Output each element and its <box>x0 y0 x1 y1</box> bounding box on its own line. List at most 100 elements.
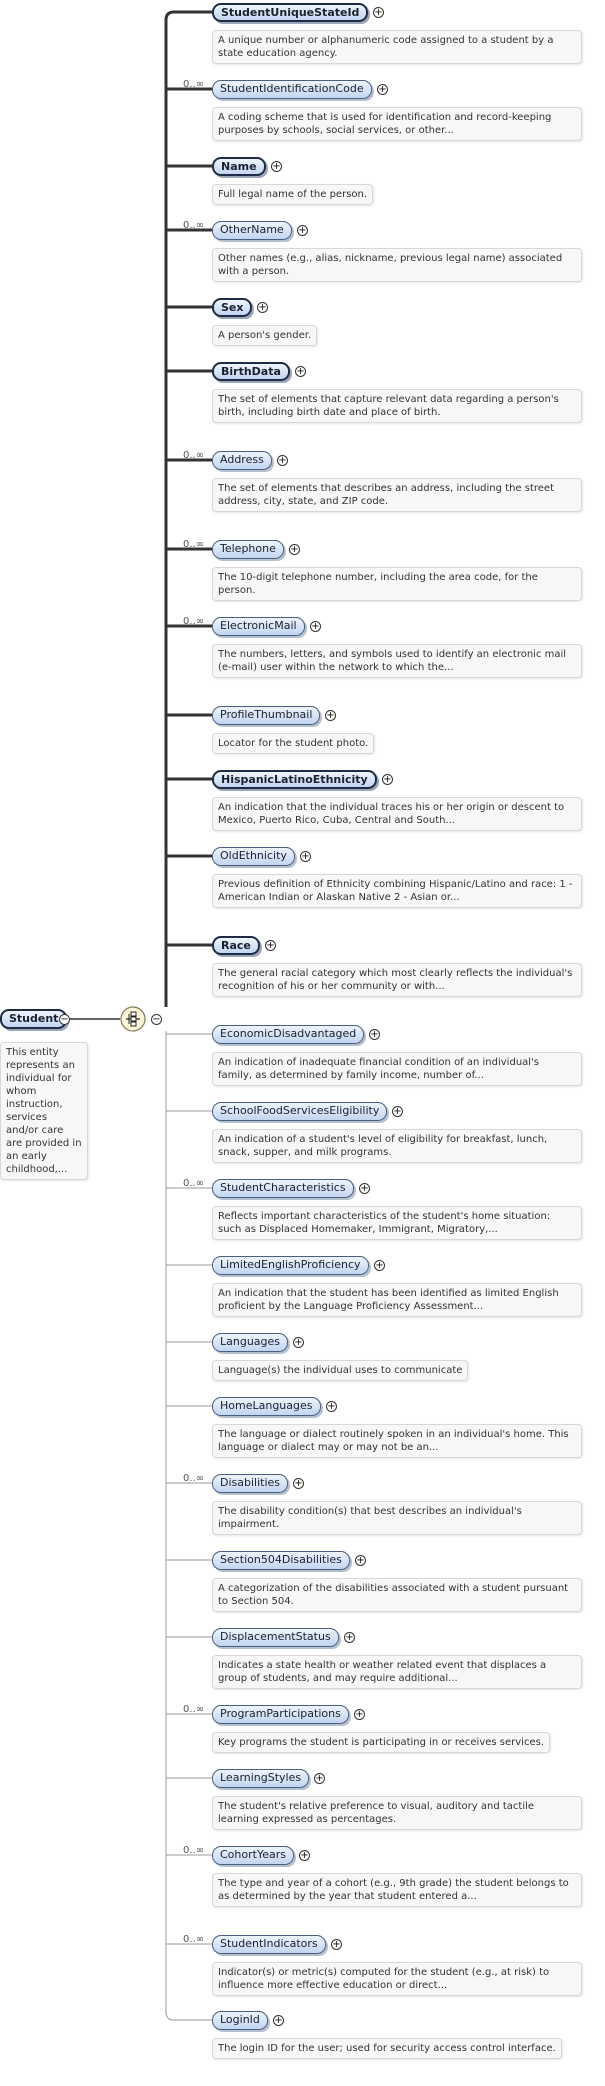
element-node-profile-thumbnail[interactable]: ProfileThumbnail <box>212 706 321 725</box>
element-label: Section504Disabilities <box>220 1553 342 1566</box>
element-node-electronic-mail[interactable]: ElectronicMail <box>212 617 305 636</box>
cardinality-label: 0..∞ <box>183 616 205 627</box>
expand-icon[interactable]: + <box>293 1337 304 1348</box>
element-description: An indication of inadequate financial co… <box>212 1052 582 1086</box>
element-node-school-food-services-eligibility[interactable]: SchoolFoodServicesEligibility <box>212 1102 388 1121</box>
element-node-learning-styles[interactable]: LearningStyles <box>212 1769 310 1788</box>
element-description: A coding scheme that is used for identif… <box>212 107 582 141</box>
collapse-icon[interactable]: − <box>59 1014 70 1025</box>
element-node-login-id[interactable]: LoginId <box>212 2011 268 2030</box>
element-node-birth-data[interactable]: BirthData <box>212 362 290 381</box>
element-description: Reflects important characteristics of th… <box>212 1206 582 1240</box>
root-element-student[interactable]: Student <box>0 1009 68 1029</box>
expand-icon[interactable]: + <box>297 225 308 236</box>
element-node-name[interactable]: Name <box>212 157 266 176</box>
element-label: Name <box>221 160 257 173</box>
element-node-disabilities[interactable]: Disabilities <box>212 1474 289 1493</box>
element-label: LimitedEnglishProficiency <box>220 1258 361 1271</box>
connector-corner <box>164 10 175 21</box>
expand-icon[interactable]: + <box>257 302 268 313</box>
expand-icon[interactable]: + <box>299 1850 310 1861</box>
element-description: The set of elements that describes an ad… <box>212 478 582 512</box>
element-node-student-characteristics[interactable]: StudentCharacteristics <box>212 1179 354 1198</box>
element-description: Full legal name of the person. <box>212 184 374 205</box>
element-node-displacement-status[interactable]: DisplacementStatus <box>212 1628 339 1647</box>
element-node-student-identification-code[interactable]: StudentIdentificationCode <box>212 80 372 99</box>
element-node-old-ethnicity[interactable]: OldEthnicity <box>212 847 295 866</box>
element-label: DisplacementStatus <box>220 1630 331 1643</box>
element-label: Sex <box>221 301 244 314</box>
element-description: Key programs the student is participatin… <box>212 1732 550 1753</box>
element-description: The login ID for the user; used for secu… <box>212 2038 562 2059</box>
expand-icon[interactable]: + <box>369 1029 380 1040</box>
expand-icon[interactable]: + <box>325 710 336 721</box>
element-label: StudentUniqueStateId <box>221 6 360 19</box>
expand-icon[interactable]: + <box>310 621 321 632</box>
expand-icon[interactable]: + <box>377 84 388 95</box>
expand-icon[interactable]: + <box>293 1478 304 1489</box>
expand-icon[interactable]: + <box>271 161 282 172</box>
element-label: ProgramParticipations <box>220 1707 341 1720</box>
element-node-cohort-years[interactable]: CohortYears <box>212 1846 294 1865</box>
sequence-collapse-icon[interactable]: − <box>151 1014 162 1025</box>
element-node-address[interactable]: Address <box>212 451 272 470</box>
element-description: A unique number or alphanumeric code ass… <box>212 30 582 64</box>
expand-icon[interactable]: + <box>344 1632 355 1643</box>
expand-icon[interactable]: + <box>392 1106 403 1117</box>
cardinality-label: 0..∞ <box>183 1178 205 1189</box>
element-description: The numbers, letters, and symbols used t… <box>212 644 582 678</box>
element-description: A person's gender. <box>212 325 318 346</box>
element-label: Disabilities <box>220 1476 281 1489</box>
element-node-economic-disadvantaged[interactable]: EconomicDisadvantaged <box>212 1025 365 1044</box>
element-label: Race <box>221 939 251 952</box>
element-label: StudentIndicators <box>220 1937 318 1950</box>
element-node-student-unique-state-id[interactable]: StudentUniqueStateId <box>212 3 369 22</box>
expand-icon[interactable]: + <box>331 1939 342 1950</box>
element-node-home-languages[interactable]: HomeLanguages <box>212 1397 321 1416</box>
cardinality-label: 0..∞ <box>183 1704 205 1715</box>
expand-icon[interactable]: + <box>277 455 288 466</box>
expand-icon[interactable]: + <box>295 366 306 377</box>
expand-icon[interactable]: + <box>355 1555 366 1566</box>
expand-icon[interactable]: + <box>300 851 311 862</box>
element-node-languages[interactable]: Languages <box>212 1333 289 1352</box>
element-node-other-name[interactable]: OtherName <box>212 221 292 240</box>
element-node-limited-english-proficiency[interactable]: LimitedEnglishProficiency <box>212 1256 369 1275</box>
element-label: StudentIdentificationCode <box>220 82 364 95</box>
element-description: Other names (e.g., alias, nickname, prev… <box>212 248 582 282</box>
element-description: The disability condition(s) that best de… <box>212 1501 582 1535</box>
element-description: The type and year of a cohort (e.g., 9th… <box>212 1873 582 1907</box>
expand-icon[interactable]: + <box>359 1183 370 1194</box>
expand-icon[interactable]: + <box>314 1773 325 1784</box>
root-element-label: Student <box>9 1012 59 1025</box>
element-label: ProfileThumbnail <box>220 708 313 721</box>
element-label: Languages <box>220 1335 281 1348</box>
element-node-program-participations[interactable]: ProgramParticipations <box>212 1705 349 1724</box>
element-node-race[interactable]: Race <box>212 936 260 955</box>
sequence-compositor-icon[interactable] <box>120 1006 146 1032</box>
expand-icon[interactable]: + <box>373 7 384 18</box>
element-node-hispanic-latino-ethnicity[interactable]: HispanicLatinoEthnicity <box>212 770 377 789</box>
expand-icon[interactable]: + <box>382 774 393 785</box>
element-description: The language or dialect routinely spoken… <box>212 1424 582 1458</box>
cardinality-label: 0..∞ <box>183 539 205 550</box>
expand-icon[interactable]: + <box>289 544 300 555</box>
element-node-sex[interactable]: Sex <box>212 298 253 317</box>
expand-icon[interactable]: + <box>326 1401 337 1412</box>
root-description: This entity represents an individual for… <box>0 1042 88 1180</box>
element-node-section504-disabilities[interactable]: Section504Disabilities <box>212 1551 350 1570</box>
element-description: An indication of a student's level of el… <box>212 1129 582 1163</box>
element-label: SchoolFoodServicesEligibility <box>220 1104 380 1117</box>
element-label: OtherName <box>220 223 284 236</box>
expand-icon[interactable]: + <box>273 2015 284 2026</box>
element-node-student-indicators[interactable]: StudentIndicators <box>212 1935 326 1954</box>
expand-icon[interactable]: + <box>374 1260 385 1271</box>
element-node-telephone[interactable]: Telephone <box>212 540 284 559</box>
expand-icon[interactable]: + <box>265 940 276 951</box>
expand-icon[interactable]: + <box>354 1709 365 1720</box>
element-label: HispanicLatinoEthnicity <box>221 773 368 786</box>
element-label: LearningStyles <box>220 1771 302 1784</box>
cardinality-label: 0..∞ <box>183 1845 205 1856</box>
element-description: Previous definition of Ethnicity combini… <box>212 874 582 908</box>
